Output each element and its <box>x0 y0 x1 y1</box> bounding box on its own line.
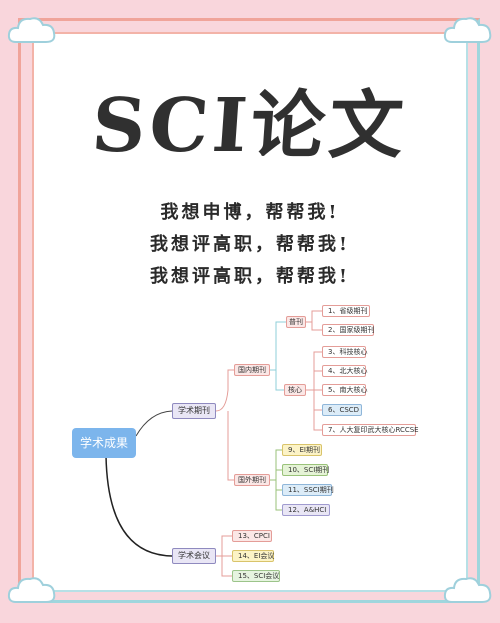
slogan-line-2: 我想评高职，帮帮我! <box>150 234 350 255</box>
general-journal-node: 普刊 <box>286 316 306 328</box>
foreign-journal-node: 国外期刊 <box>234 474 270 486</box>
leaf-foreign-2: 10、SCI期刊 <box>282 464 329 476</box>
domestic-journal-node: 国内期刊 <box>234 364 270 376</box>
leaf-general-2: 2、国家级期刊 <box>322 324 374 336</box>
slogan-line-3: 我想评高职，帮帮我! <box>150 266 350 287</box>
core-journal-node: 核心 <box>284 384 306 396</box>
inner-frame <box>32 32 468 592</box>
leaf-core-4: 6、CSCD <box>322 404 362 416</box>
academic-journal-node: 学术期刊 <box>172 403 216 419</box>
cloud-bottom-right-icon <box>443 577 492 603</box>
leaf-core-5: 7、人大复印武大核心RCCSE <box>322 424 419 436</box>
cloud-top-right-icon <box>443 17 492 43</box>
mindmap-root-node: 学术成果 <box>72 428 136 458</box>
leaf-core-1: 3、科技核心 <box>322 346 367 358</box>
leaf-foreign-3: 11、SSCI期刊 <box>282 484 334 496</box>
leaf-core-2: 4、北大核心 <box>322 365 367 377</box>
cloud-bottom-left-icon <box>7 577 56 603</box>
leaf-conference-3: 15、SCI会议 <box>232 570 280 582</box>
leaf-conference-1: 13、CPCI <box>232 530 272 542</box>
leaf-foreign-1: 9、EI期刊 <box>282 444 322 456</box>
slogan-line-1: 我想申博，帮帮我! <box>160 202 340 223</box>
conference-node: 学术会议 <box>172 548 216 564</box>
cloud-top-left-icon <box>7 17 56 43</box>
leaf-general-1: 1、省级期刊 <box>322 305 370 317</box>
leaf-foreign-4: 12、A&HCI <box>282 504 330 516</box>
outer-frame <box>18 18 480 603</box>
leaf-core-3: 5、南大核心 <box>322 384 367 396</box>
leaf-conference-2: 14、EI会议 <box>232 550 274 562</box>
